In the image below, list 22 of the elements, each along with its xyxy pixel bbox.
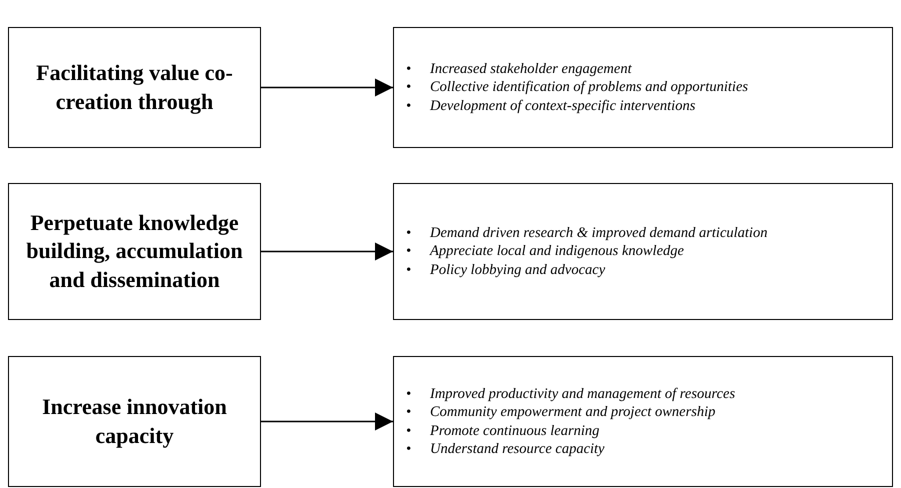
heading-box	[8, 183, 261, 320]
heading-text: Perpetuate knowledge building, accumulation and dissemination	[25, 208, 244, 294]
arrow	[261, 412, 393, 430]
bullet-list-box	[393, 183, 893, 320]
bullet-item: • Appreciate local and indigenous knowledge	[406, 242, 685, 261]
bullet-list-box	[393, 356, 893, 487]
heading-text: Facilitating value co-creation through	[35, 58, 234, 116]
heading-text: Increase innovation capacity	[41, 392, 228, 450]
heading-box	[8, 27, 261, 148]
bullet-item: • Increased stakeholder engagement	[406, 60, 633, 78]
bullet-item: • Understand resource capacity	[406, 440, 606, 458]
arrow	[261, 78, 393, 96]
bullet-list-box	[393, 27, 893, 148]
bullet-item: • Improved productivity and management of resources	[406, 385, 736, 404]
arrow	[261, 242, 393, 260]
heading-box	[8, 356, 261, 487]
bullet-item: • Development of context-specific interventions	[406, 96, 696, 115]
bullet-item: • Promote continuous learning	[406, 422, 600, 440]
bullet-item: • Policy lobbying and advocacy	[406, 260, 606, 279]
bullet-item: • Collective identification of problems and opportunities	[406, 78, 748, 97]
bullet-item: • Demand driven research & improved demand articulation	[406, 224, 768, 242]
bullet-item: • Community empowerment and project ownership	[406, 403, 716, 422]
